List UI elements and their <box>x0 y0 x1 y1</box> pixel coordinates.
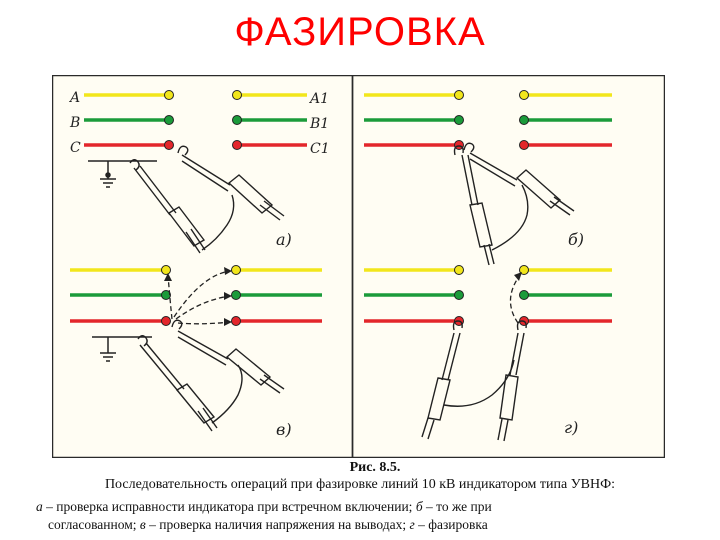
phasing-diagram: A B C A1 B1 C1 <box>52 75 665 458</box>
phase-label-a1: A1 <box>308 91 329 107</box>
caption-text-b: – то же при <box>425 499 492 514</box>
indicator-rod <box>463 142 575 216</box>
caption-key-d: г <box>409 517 415 532</box>
terminal <box>519 90 529 100</box>
panel-label-d: г) <box>564 418 578 437</box>
terminal <box>231 290 241 300</box>
terminal <box>161 265 171 275</box>
terminal <box>232 90 242 100</box>
panel-d: г) <box>364 265 612 442</box>
caption-key-c: в <box>139 517 146 532</box>
terminal <box>164 140 174 150</box>
terminal <box>519 290 529 300</box>
ground-symbol <box>88 160 157 188</box>
caption-text-d: – фазировка <box>418 517 488 532</box>
frame-right <box>351 75 665 458</box>
caption-text-b-cont: согласованном; <box>48 517 137 532</box>
terminal <box>164 90 174 100</box>
panel-b: б) <box>364 90 612 266</box>
caption-line-1: а – проверка исправности индикатора при … <box>36 498 656 516</box>
diagram-svg: A B C A1 B1 C1 <box>52 75 665 458</box>
caption-text-a: – проверка исправности индикатора при вс… <box>46 499 413 514</box>
terminal <box>164 115 174 125</box>
caption-key-b: б <box>415 499 423 514</box>
terminal <box>519 140 529 150</box>
phase-label-b: B <box>69 115 80 131</box>
dashed-arrow <box>509 274 521 324</box>
phase-label-a: A <box>68 90 80 106</box>
terminal <box>231 316 241 326</box>
caption-heading: Последовательность операций при фазировк… <box>104 477 616 492</box>
caption-figure-number: Рис. 8.5. <box>349 460 401 475</box>
terminal <box>454 115 464 125</box>
indicator-rod <box>137 335 243 432</box>
panel-a: A B C A1 B1 C1 <box>68 90 330 254</box>
phase-label-c: C <box>70 140 81 156</box>
phase-label-b1: B1 <box>309 116 329 132</box>
indicator-rod <box>129 159 235 254</box>
terminal <box>231 265 241 275</box>
panel-label-b: б) <box>568 230 584 249</box>
indicator-rod <box>171 319 285 394</box>
arrow-head <box>514 272 522 281</box>
caption-text-c: – проверка наличия напряжения на выводах… <box>149 517 407 532</box>
ground-symbol <box>92 336 152 362</box>
indicator-rod <box>497 320 527 442</box>
panel-c: в) <box>70 265 322 439</box>
indicator-rod <box>177 145 285 221</box>
panel-label-c: в) <box>276 420 292 439</box>
panel-label-a: а) <box>276 230 292 249</box>
terminal <box>454 290 464 300</box>
figure-caption: Рис. 8.5. Последовательность операций пр… <box>0 460 720 532</box>
terminal <box>454 265 464 275</box>
caption-key-a: а <box>36 499 43 514</box>
frame-left <box>52 75 354 458</box>
terminal <box>161 290 171 300</box>
indicator-rod <box>453 145 529 266</box>
terminal <box>232 140 242 150</box>
dashed-arrows <box>167 270 231 325</box>
terminal <box>161 316 171 326</box>
caption-line-2: согласованном; в – проверка наличия напр… <box>36 516 656 534</box>
terminal <box>232 115 242 125</box>
arrow-heads <box>164 267 232 326</box>
indicator-rod <box>421 320 515 440</box>
caption-body: а – проверка исправности индикатора при … <box>36 498 656 534</box>
phase-label-c1: C1 <box>310 141 330 157</box>
page-title: ФАЗИРОВКА <box>234 10 486 54</box>
terminal <box>454 90 464 100</box>
terminal <box>519 115 529 125</box>
